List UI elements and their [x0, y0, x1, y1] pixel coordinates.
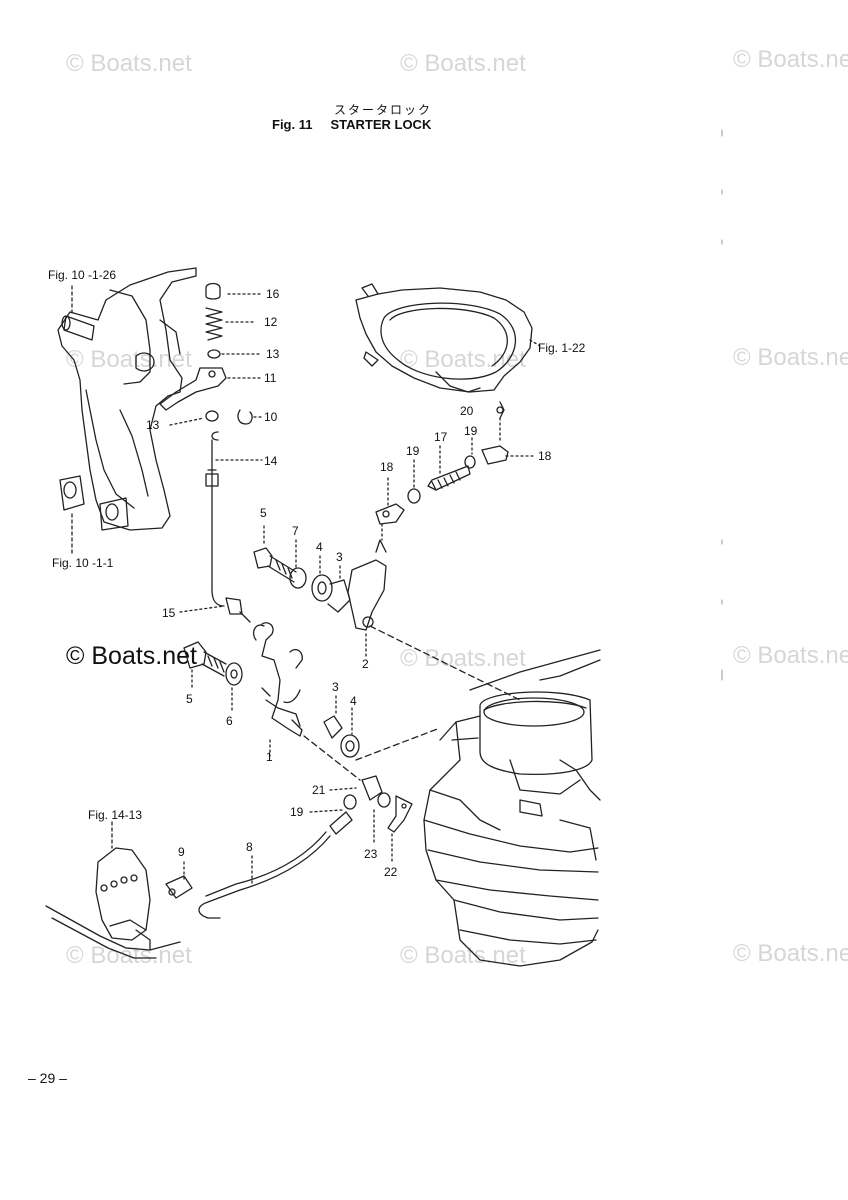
figure-title-text: STARTER LOCK [330, 117, 432, 132]
lever-11 [159, 367, 227, 411]
upper-bolt-group [253, 525, 387, 657]
watermark: © Boats.net [66, 50, 192, 77]
callout-13: 13 [266, 347, 280, 361]
watermark: © Boats.net [400, 50, 526, 77]
callout-21: 21 [312, 783, 326, 797]
callout-16: 16 [266, 287, 280, 301]
callout-12: 12 [264, 315, 278, 329]
figure-number: Fig. 11 [272, 117, 313, 132]
callout-2: 2 [362, 657, 369, 671]
ref-fig-1-22: Fig. 1-22 [538, 341, 586, 355]
watermark-dark: © Boats.net [66, 642, 197, 670]
figure-title-japanese: スタータロック [334, 103, 433, 117]
lower-bolt-group [183, 641, 243, 713]
callout-18: 18 [538, 449, 552, 463]
joint-9 [165, 861, 193, 899]
callout-18: 18 [380, 460, 394, 474]
watermark: © Boats.net [400, 645, 526, 672]
callout-23: 23 [364, 847, 378, 861]
callout-14: 14 [264, 454, 278, 468]
watermark: © Boats.net [733, 940, 848, 967]
clip-10 [237, 409, 253, 425]
callout-6: 6 [226, 714, 233, 728]
watermark: © Boats.net [400, 942, 526, 969]
watermark: © Boats.net [733, 344, 848, 371]
callout-19: 19 [464, 424, 478, 438]
callout-19: 19 [290, 805, 304, 819]
callout-20: 20 [460, 404, 474, 418]
callout-7: 7 [292, 524, 299, 538]
page-number: – 29 – [28, 1070, 67, 1086]
callout-9: 9 [178, 845, 185, 859]
watermark: © Boats.net [733, 46, 848, 73]
callout-15: 15 [162, 606, 176, 620]
callout-8: 8 [246, 840, 253, 854]
rod-8 [198, 831, 331, 919]
figure-title: Fig. 11 STARTER LOCK [272, 117, 431, 132]
lower-link-group [309, 775, 413, 863]
callout-3: 3 [332, 680, 339, 694]
ref-fig-10-1-1: Fig. 10 -1-1 [52, 556, 114, 570]
lower-spacer-group [323, 695, 360, 758]
rod-14 [205, 439, 225, 607]
callout-3: 3 [336, 550, 343, 564]
engine-block [423, 649, 601, 967]
main-lever-1 [179, 597, 303, 757]
gear-case-ring [355, 283, 541, 393]
callout-5: 5 [186, 692, 193, 706]
cap-16 [205, 282, 221, 300]
callout-17: 17 [434, 430, 448, 444]
washer-13 [207, 349, 221, 359]
callout-13: 13 [146, 418, 160, 432]
lower-bracket [45, 821, 181, 959]
spring-12 [205, 307, 223, 341]
callout-4: 4 [316, 540, 323, 554]
washer-13b [205, 410, 219, 422]
callout-5: 5 [260, 506, 267, 520]
callout-1: 1 [266, 750, 273, 764]
ref-fig-10-1-26: Fig. 10 -1-26 [48, 268, 117, 282]
callout-19: 19 [406, 444, 420, 458]
callout-4: 4 [350, 694, 357, 708]
callout-11: 11 [264, 371, 277, 385]
ref-fig-14-13: Fig. 14-13 [88, 808, 143, 822]
callout-10: 10 [264, 410, 278, 424]
watermark: © Boats.net [66, 346, 192, 373]
bracket-casting [57, 267, 197, 531]
watermark: © Boats.net [733, 642, 848, 669]
link-assembly [375, 401, 537, 541]
callout-22: 22 [384, 865, 398, 879]
